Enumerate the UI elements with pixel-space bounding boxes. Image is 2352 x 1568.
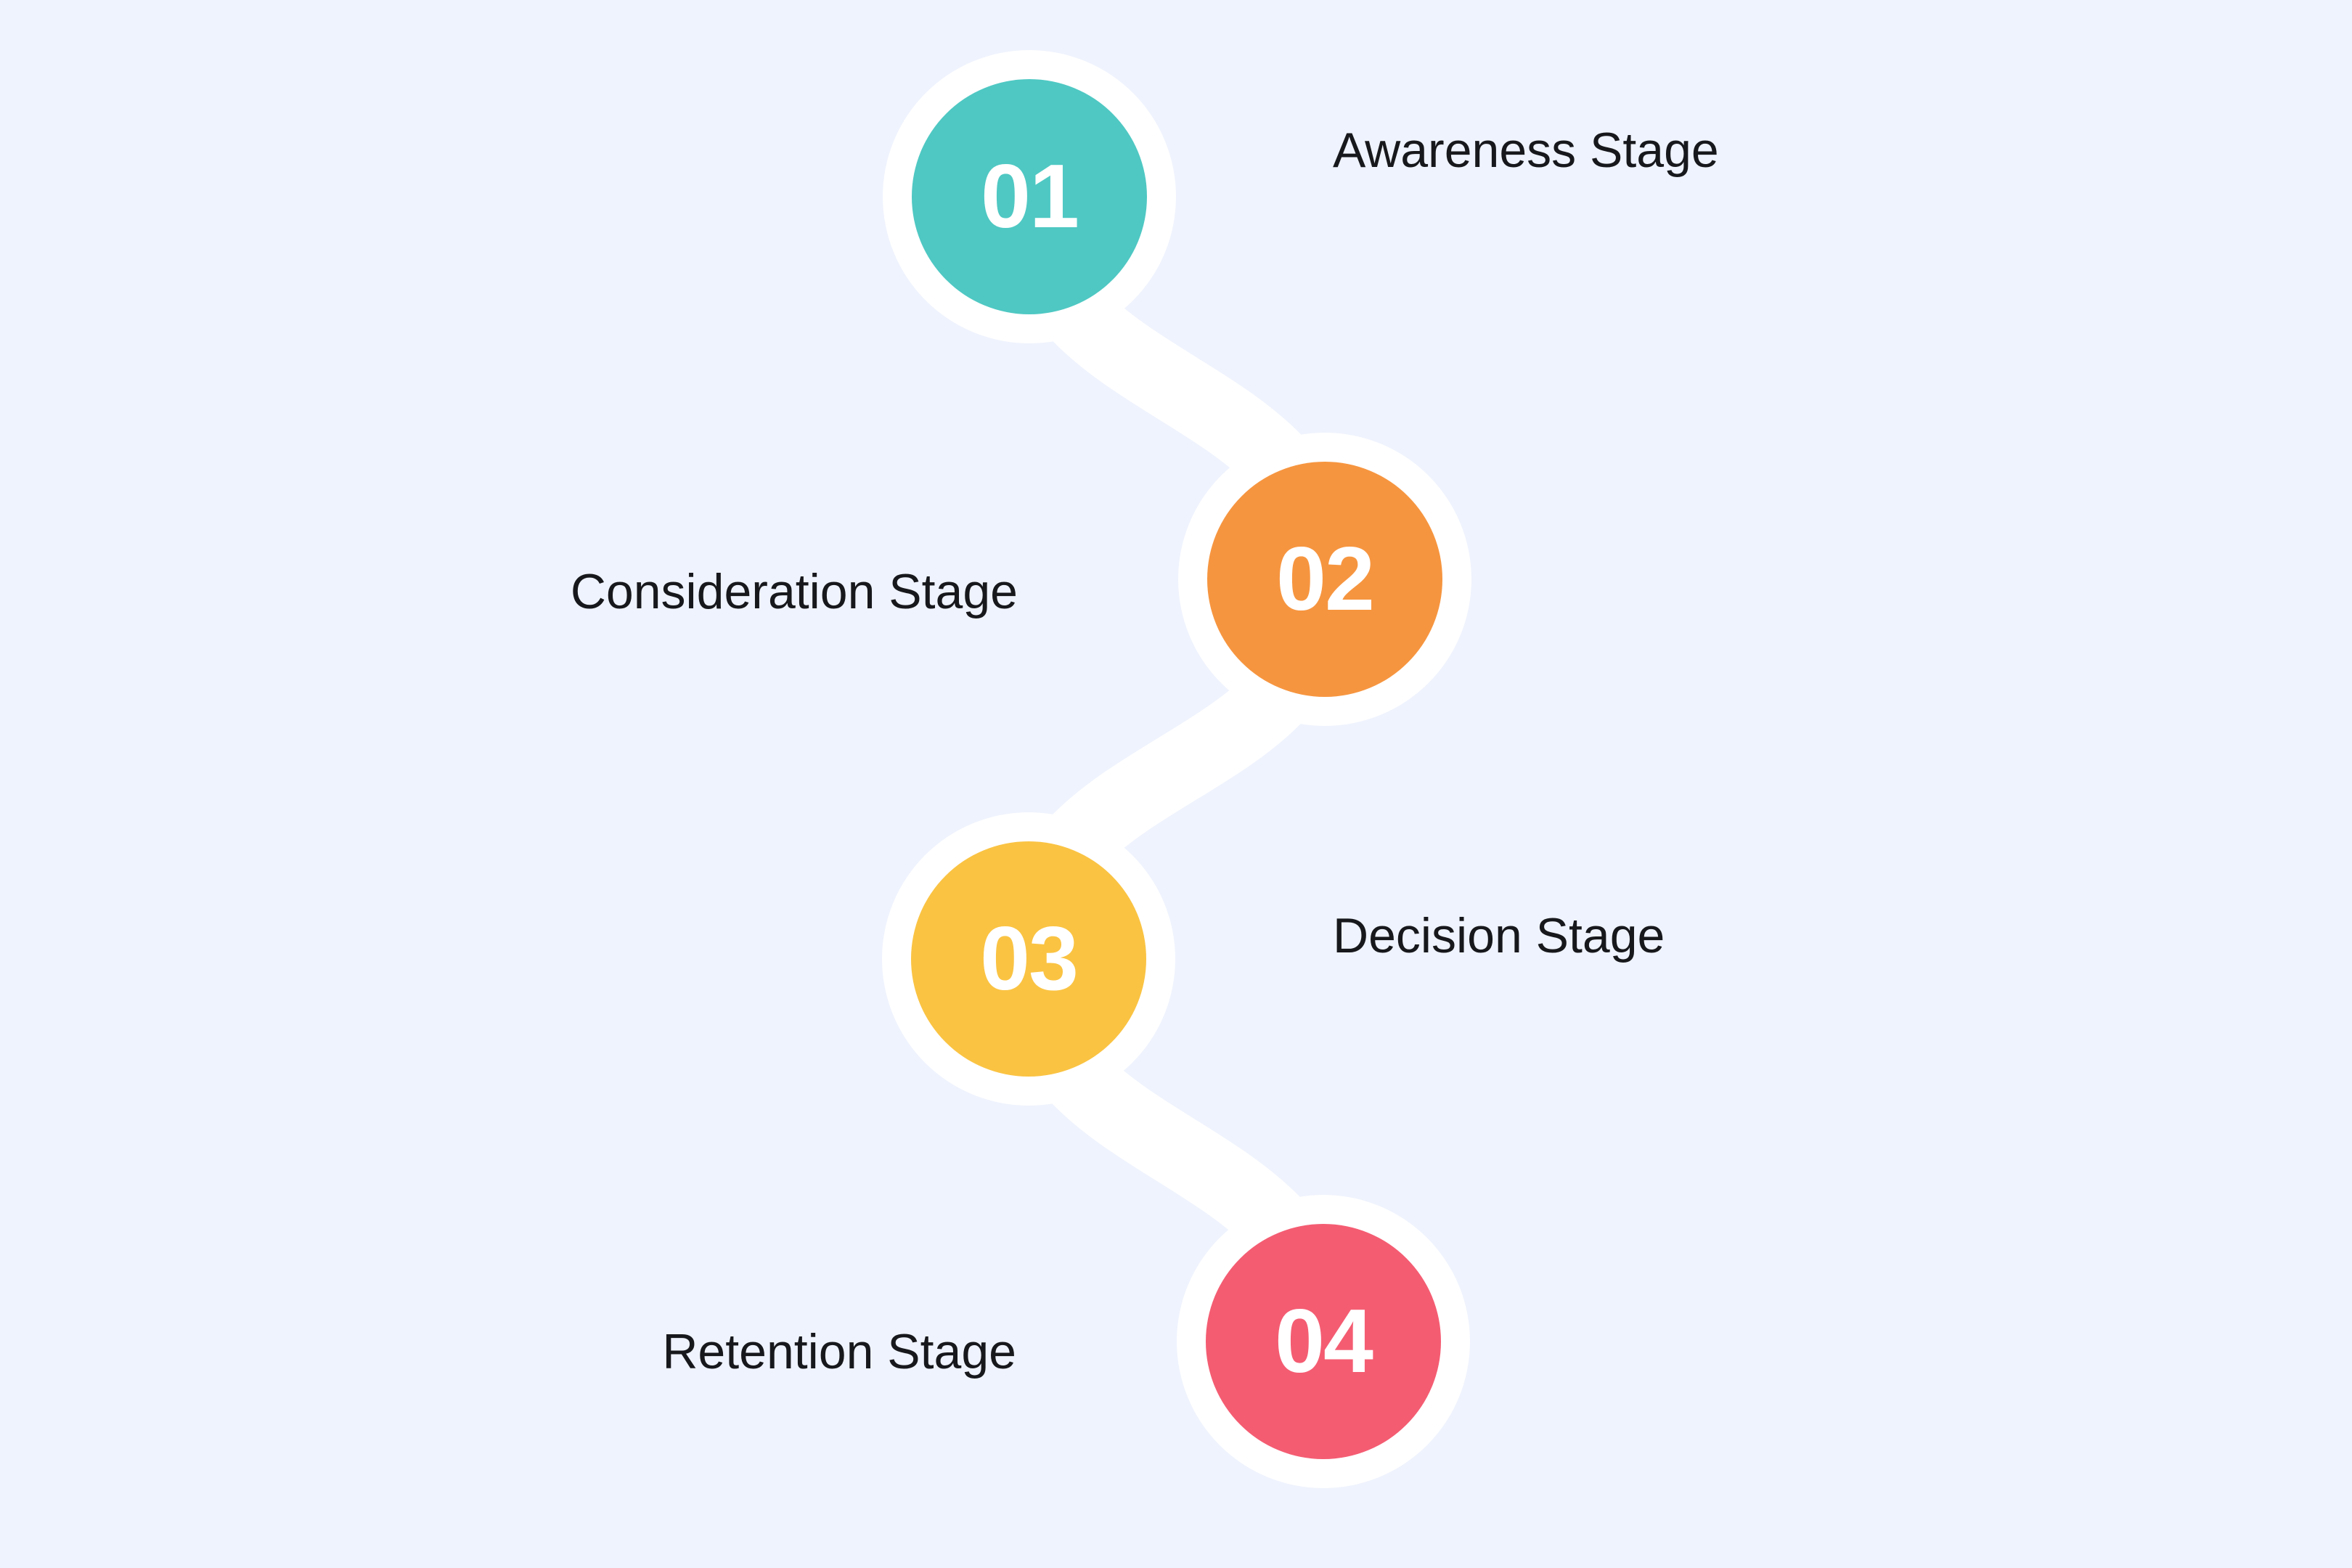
stage-circle-02: 02 — [1207, 462, 1442, 697]
stage-circle-04: 04 — [1206, 1224, 1441, 1459]
stage-number-01: 01 — [981, 147, 1079, 247]
stage-circle-01: 01 — [912, 79, 1147, 314]
connector-path — [992, 195, 1362, 1343]
stage-label-retention: Retention Stage — [662, 1324, 1016, 1379]
stage-label-consideration: Consideration Stage — [570, 564, 1018, 619]
stage-label-decision: Decision Stage — [1333, 908, 1665, 963]
stage-label-awareness: Awareness Stage — [1333, 123, 1719, 178]
stage-number-03: 03 — [980, 909, 1079, 1009]
stage-number-02: 02 — [1276, 529, 1375, 629]
stage-number-04: 04 — [1275, 1291, 1373, 1392]
stage-circle-03: 03 — [911, 841, 1146, 1077]
